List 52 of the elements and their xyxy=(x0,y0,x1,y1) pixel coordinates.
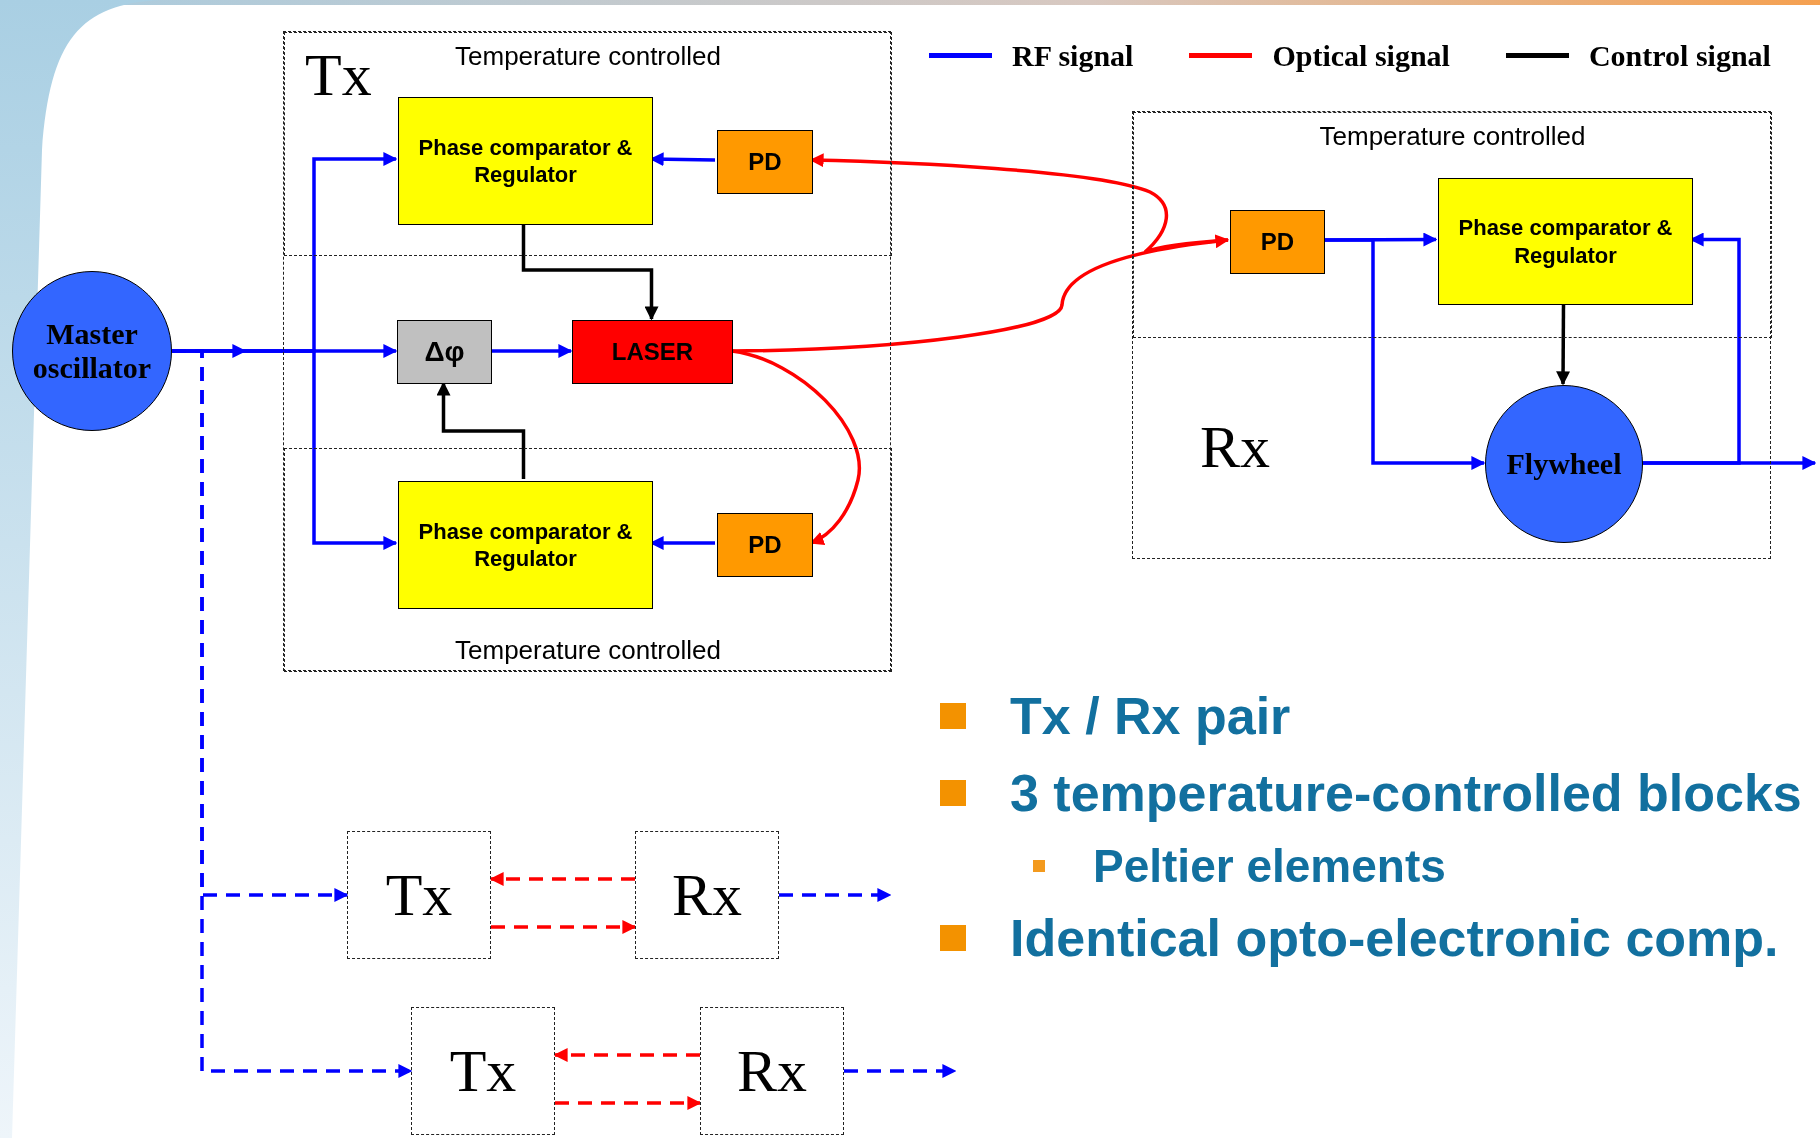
arrow xyxy=(553,1048,700,1062)
legend-label: Optical signal xyxy=(1272,38,1450,74)
photodiode-box xyxy=(1230,210,1325,274)
photodiode-box xyxy=(717,513,813,577)
box-label: Rx xyxy=(737,1041,807,1101)
box-label: Phase comparator & Regulator xyxy=(417,517,634,573)
box-label: PD xyxy=(748,147,782,177)
arrow xyxy=(1323,238,1486,470)
dashed-frame xyxy=(1132,111,1771,559)
phase-shifter-box xyxy=(397,320,492,384)
box-label: Phase comparator & Regulator xyxy=(1457,214,1674,269)
comparator-box xyxy=(398,481,653,609)
box-label: Phase comparator & Regulator xyxy=(417,133,634,189)
legend-label: Control signal xyxy=(1588,38,1771,74)
arrow xyxy=(844,1064,957,1078)
box-label: PD xyxy=(1260,227,1295,257)
bullet-text: Peltier elements xyxy=(1093,843,1446,889)
comparator-box xyxy=(1438,178,1693,305)
box-label: PD xyxy=(748,530,782,560)
dashed-box xyxy=(347,831,491,959)
frame-label: Temperature controlled xyxy=(454,637,722,663)
dashed-frame xyxy=(284,448,892,672)
box-label: Rx xyxy=(672,865,742,925)
photodiode-box xyxy=(717,130,813,194)
arrow xyxy=(489,872,635,886)
frame-label: Temperature controlled xyxy=(1318,123,1587,149)
box-label: Tx xyxy=(449,1041,517,1101)
box-label: Master oscillator xyxy=(31,316,153,386)
dashed-frame xyxy=(1133,112,1772,338)
dashed-frame xyxy=(284,32,892,256)
legend-label: RF signal xyxy=(1012,38,1134,74)
arrow xyxy=(521,223,659,321)
frame-label: Temperature controlled xyxy=(454,43,722,69)
box-label: LASER xyxy=(611,337,694,367)
dashed-box xyxy=(635,831,779,959)
arrow xyxy=(491,920,637,934)
laser-box xyxy=(572,320,733,384)
arrow xyxy=(1556,303,1571,386)
arrow xyxy=(555,1096,702,1110)
arrow xyxy=(731,349,861,545)
box-label: Tx xyxy=(385,865,453,925)
box-label: Flywheel xyxy=(1505,446,1623,482)
comparator-box xyxy=(398,97,653,225)
arrow xyxy=(1642,232,1741,465)
dashed-frame xyxy=(283,31,891,671)
dashed-box xyxy=(700,1007,844,1135)
dashed-box xyxy=(411,1007,555,1135)
arrow xyxy=(491,344,573,358)
box-label: Δφ xyxy=(424,335,465,369)
frame-label: Tx xyxy=(305,45,372,105)
arrow xyxy=(779,888,892,902)
frame-label: Rx xyxy=(1200,417,1271,477)
